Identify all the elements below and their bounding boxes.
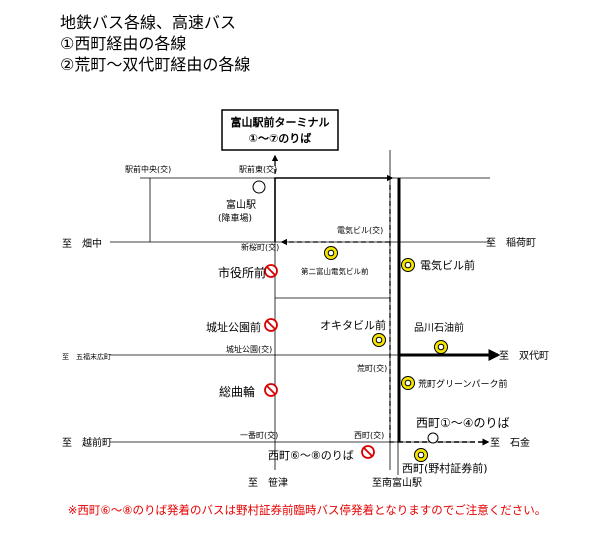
station-label-1: 富山駅 [226, 198, 256, 211]
stop-labels: 市役所前 第二富山電気ビル前 電気ビル前 城址公園前 オキタビル前 品川石油前 … [206, 258, 510, 475]
intersection-ekimae-chuo: 駅前中央(交) [125, 164, 171, 174]
intersection-joshi-koen: 城址公園(交) [226, 344, 272, 354]
stop-okita-bldg: オキタビル前 [320, 318, 386, 332]
stop-sogawa: 総曲輪 [219, 384, 255, 399]
intersection-denki-bldg: 電気ビル(交) [337, 225, 383, 235]
terminal-label-1: 富山駅前ターミナル [231, 115, 330, 129]
direction-sasazu: 至 笹津 [248, 476, 288, 489]
terminal-box: 富山駅前ターミナル ①～⑦のりば [221, 109, 339, 151]
bus-stop-icon [434, 340, 448, 354]
intersection-aramachi: 荒町(交) [357, 363, 387, 373]
direction-ishikin: 至 石金 [490, 436, 530, 449]
stop-nishicho-nomura: 西町(野村証券前) [402, 461, 488, 475]
direction-sotaimachi: 至 双代町 [499, 350, 549, 362]
active-stops [324, 246, 448, 462]
intersection-ekimae-higashi: 駅前東(交) [239, 164, 277, 174]
intersection-nishicho: 西町(交) [354, 430, 384, 440]
stop-aramachi-green: 荒町グリーンパーク前 [418, 378, 508, 390]
no-stop-icon [361, 445, 375, 459]
terminal-label-2: ①～⑦のりば [249, 131, 312, 145]
stop-shiyakusho: 市役所前 [218, 265, 266, 280]
intersection-ichibancho: 一番町(交) [240, 430, 278, 440]
no-stop-icon [264, 318, 278, 332]
direction-labels: 至 畑中 至 稲荷町 至 五福末広町 至 双代町 至 越前町 至 石金 至 笹津… [62, 237, 549, 489]
route-ekimae-east [274, 174, 394, 242]
stop-nishicho-6-8: 西町⑥～⑧のりば [268, 449, 354, 462]
direction-minami-toyama: 至南富山駅 [372, 476, 422, 489]
intersection-shin-sakura: 新桜町(交) [241, 242, 279, 252]
header: 地鉄バス各線、高速バス ①西町経由の各線 ②荒町～双代町経由の各線 [60, 12, 250, 75]
stop-shinagawa: 品川石油前 [414, 321, 464, 334]
no-stop-icon [264, 264, 278, 278]
direction-gofuku: 至 五福末広町 [62, 352, 111, 361]
bus-stop-icon [401, 376, 415, 390]
stop-nishicho-1-4: 西町①～④のりば [416, 416, 510, 430]
closed-stops [264, 264, 375, 459]
no-stop-icon [264, 383, 278, 397]
stop-daini-denki: 第二富山電気ビル前 [301, 266, 369, 276]
bus-routes [271, 154, 501, 446]
direction-hatanaka: 至 畑中 [62, 237, 102, 250]
header-line-2: ①西町経由の各線 [60, 34, 187, 53]
bus-stop-icon [414, 448, 428, 462]
direction-echizenmachi: 至 越前町 [62, 436, 112, 449]
station-label-2: (降車場) [218, 212, 252, 224]
station-marker [252, 180, 266, 194]
route-nishicho-dashed [389, 185, 398, 443]
direction-inarimachi: 至 稲荷町 [486, 237, 536, 249]
bus-stop-icon [324, 246, 338, 260]
nishicho-stop-marker [427, 432, 439, 444]
intersection-labels: 駅前中央(交) 駅前東(交) 電気ビル(交) 新桜町(交) 城址公園(交) 荒町… [125, 164, 387, 440]
bus-stop-icon [372, 333, 386, 347]
toyama-station: 富山駅 (降車場) [218, 180, 266, 224]
header-line-3: ②荒町～双代町経由の各線 [60, 55, 251, 74]
notice-text: ※西町⑥～⑧のりば発着のバスは野村証券前臨時バス停発着となりますのでご注意くださ… [67, 503, 547, 517]
stop-joshi-koen: 城址公園前 [206, 320, 261, 334]
header-line-1: 地鉄バス各線、高速バス [60, 13, 237, 32]
bus-stop-icon [401, 258, 415, 272]
stop-denki-bldg: 電気ビル前 [420, 258, 475, 272]
